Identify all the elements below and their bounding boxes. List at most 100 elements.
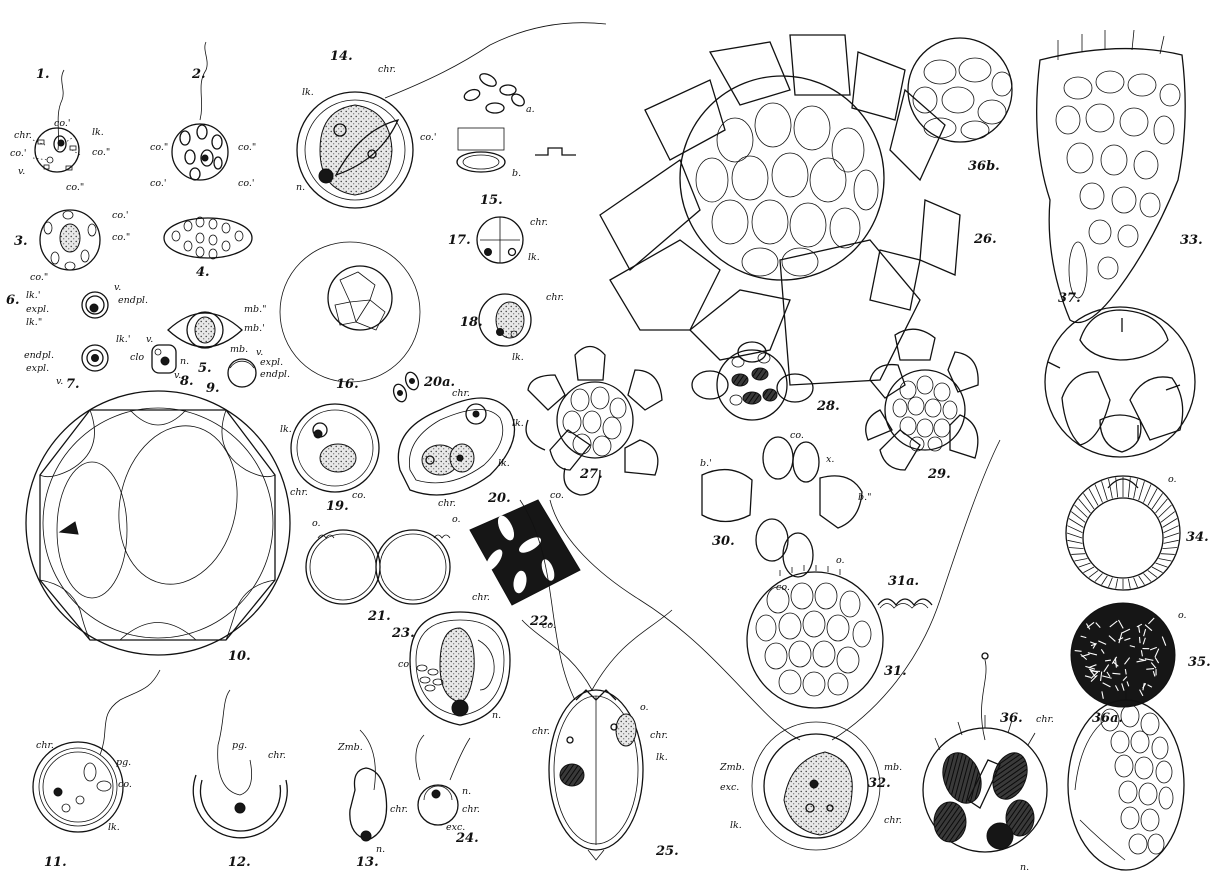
svg-text:co.": co." (238, 142, 256, 153)
svg-text:co.: co. (550, 490, 564, 501)
svg-text:exc.: exc. (446, 822, 465, 833)
svg-text:chr.: chr. (36, 740, 54, 751)
svg-text:mb.': mb.' (244, 323, 265, 334)
svg-text:expl.: expl. (26, 304, 49, 315)
figure-36: 36. chr. n. (923, 653, 1054, 873)
svg-text:chr.: chr. (1036, 714, 1054, 725)
svg-text:v.: v. (18, 166, 25, 177)
fig-number-8: 8. (180, 374, 194, 389)
svg-text:lk.: lk. (280, 424, 292, 435)
figure-4: 4. (164, 217, 252, 280)
figure-15: 15. a. b. (457, 71, 576, 208)
figure-36b: 37. (1045, 291, 1195, 457)
figure-26: 26. (600, 35, 997, 385)
figure-20: 20. chr. lk. lk. chr. (398, 388, 523, 509)
fig-number-16: 16. (336, 377, 359, 392)
fig-number-11: 11. (44, 855, 67, 870)
figure-27: 27. (526, 347, 662, 496)
fig-number-27: 27. (579, 467, 603, 482)
svg-text:pg.: pg. (232, 740, 247, 751)
fig-number-4: 4. (196, 265, 210, 280)
svg-text:v.: v. (56, 376, 63, 387)
svg-text:mb.: mb. (230, 344, 248, 355)
svg-text:Zmb.: Zmb. (719, 762, 745, 773)
svg-text:chr.: chr. (290, 487, 308, 498)
fig-number-31a: 31a. (888, 574, 919, 589)
svg-text:chr.: chr. (378, 64, 396, 75)
fig-number-32: 32. (868, 776, 891, 791)
figure-33: 33. (1037, 30, 1203, 323)
figure-6: 6. v. lk.' endpl. expl. lk." (6, 282, 148, 328)
fig-number-12: 12. (228, 855, 251, 870)
svg-text:chr.: chr. (532, 726, 550, 737)
svg-text:co.": co." (66, 182, 84, 193)
svg-text:co.": co." (30, 272, 48, 283)
fig-number-7: 7. (66, 377, 80, 392)
figure-32: 32. Zmb. mb. exc. chr. lk. (550, 440, 1000, 850)
svg-text:co.: co. (542, 620, 556, 631)
svg-text:chr.: chr. (268, 750, 286, 761)
svg-text:v.: v. (146, 334, 153, 345)
figure-3: 3. co.' co." co." (14, 210, 130, 283)
figure-1: 1. chr. co.' lk. co.' co." co." v. (10, 67, 110, 193)
fig-number-13: 13. (356, 855, 379, 870)
svg-text:co.': co.' (150, 178, 167, 189)
fig-number-28: 28. (816, 399, 840, 414)
fig-number-10: 10. (228, 649, 251, 664)
svg-text:mb.: mb. (884, 762, 902, 773)
svg-text:co.: co. (352, 490, 366, 501)
figure-18: 18. chr. lk. (460, 292, 564, 363)
svg-text:lk.': lk.' (26, 290, 40, 301)
fig-number-29: 29. (927, 467, 951, 482)
fig-number-20: 20. (487, 491, 511, 506)
figure-21: 21. o. o. (306, 514, 461, 624)
svg-text:b.': b.' (700, 458, 712, 469)
fig-number-15: 15. (480, 193, 503, 208)
figure-17: 17. chr. lk. (448, 217, 548, 263)
svg-text:co.': co.' (238, 178, 255, 189)
svg-text:o.: o. (452, 514, 461, 525)
svg-text:lk.: lk. (302, 87, 314, 98)
figure-10: 10. (26, 391, 290, 664)
fig-number-19: 19. (326, 499, 349, 514)
fig-number-33: 33. (1180, 233, 1203, 248)
figure-35: 35. o. (1071, 603, 1211, 707)
svg-text:co.": co." (112, 232, 130, 243)
figure-29: 29. (866, 329, 978, 482)
svg-text:chr.: chr. (546, 292, 564, 303)
fig-number-35: 35. (1188, 655, 1211, 670)
svg-text:lk.: lk. (498, 458, 510, 469)
svg-text:o.: o. (312, 518, 321, 529)
figure-34: 34. o. (1066, 474, 1209, 590)
fig-number-6: 6. (6, 293, 20, 308)
svg-text:chr.: chr. (438, 498, 456, 509)
svg-text:expl.: expl. (260, 357, 283, 368)
svg-text:o.: o. (1178, 610, 1187, 621)
fig-number-18: 18. (460, 315, 483, 330)
figure-2: 2. co." co.' co.' co." (150, 42, 256, 189)
svg-text:v.: v. (114, 282, 121, 293)
svg-text:lk.: lk. (528, 252, 540, 263)
fig-number-3: 3. (14, 234, 28, 249)
svg-text:endpl.: endpl. (24, 350, 54, 361)
svg-text:co.: co. (398, 659, 412, 670)
svg-text:co.: co. (118, 779, 132, 790)
svg-text:b.: b. (512, 168, 521, 179)
svg-text:co.: co. (790, 430, 804, 441)
fig-number-5: 5. (198, 361, 212, 376)
svg-text:lk.: lk. (92, 127, 104, 138)
svg-text:lk.: lk. (512, 352, 524, 363)
svg-text:chr.: chr. (530, 217, 548, 228)
svg-text:v.: v. (174, 370, 181, 381)
figure-31a: 31a. (878, 574, 932, 608)
svg-text:x.: x. (826, 454, 834, 465)
svg-text:b.": b." (858, 492, 871, 503)
figure-24: 24. n. chr. exc. (416, 735, 480, 846)
fig-number-31: 31. (884, 664, 907, 679)
svg-text:chr.: chr. (650, 730, 668, 741)
svg-text:n.: n. (1020, 862, 1029, 873)
figure-13: 13. Zmb. chr. n. (337, 730, 408, 870)
figure-7: 7. endpl. expl. v. lk.' (24, 334, 130, 392)
svg-text:lk.': lk.' (116, 334, 130, 345)
svg-text:mb.": mb." (244, 304, 266, 315)
